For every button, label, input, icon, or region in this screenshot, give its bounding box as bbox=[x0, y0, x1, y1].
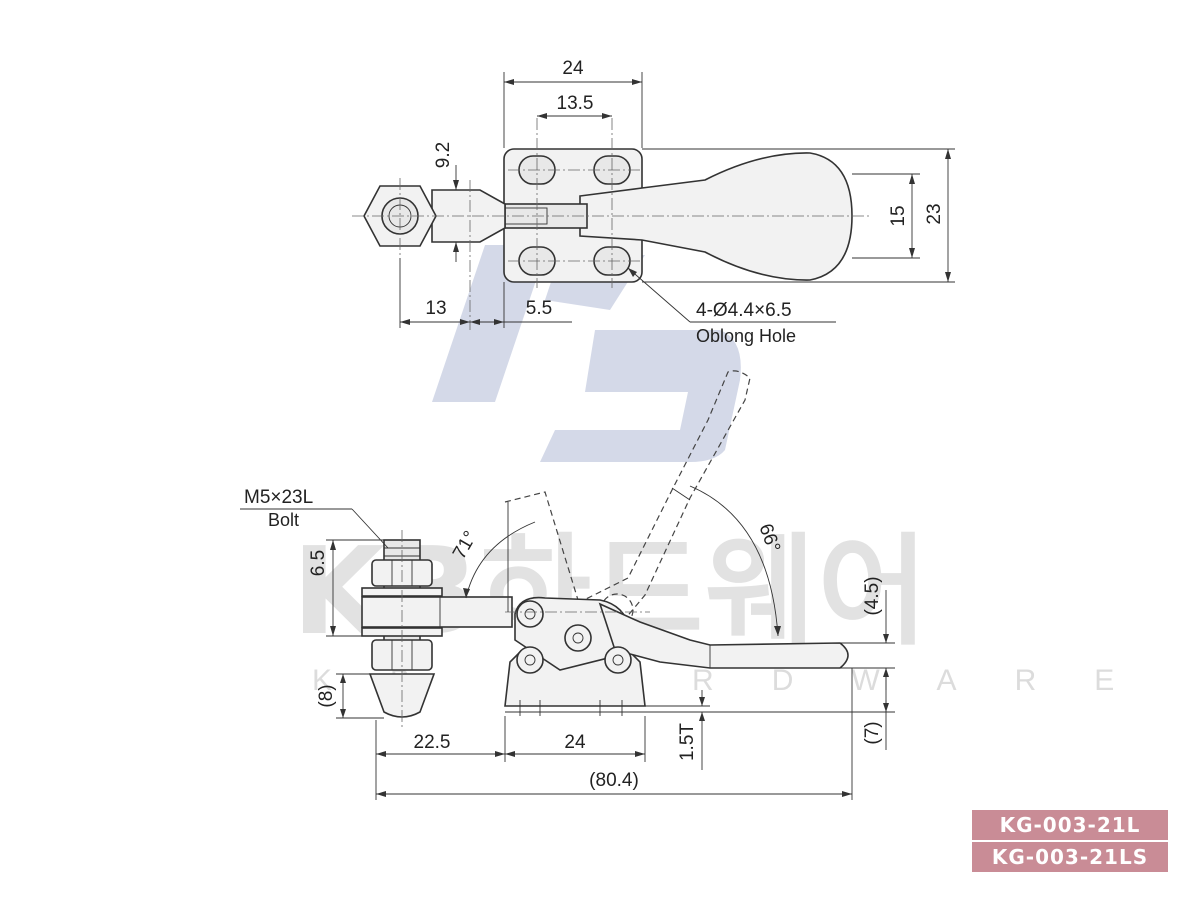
dim-top-13: 13 bbox=[425, 298, 446, 319]
dim-side-24: 24 bbox=[564, 732, 586, 753]
hole-note-sub: Oblong Hole bbox=[696, 326, 796, 346]
bolt-label: Bolt bbox=[268, 510, 299, 530]
dim-top-24: 24 bbox=[562, 58, 584, 79]
side-view: M5×23L Bolt 6.5 (8) 22.5 24 (80. bbox=[240, 370, 895, 800]
dim-side-1-5t: 1.5T bbox=[677, 723, 698, 761]
dim-side-22-5: 22.5 bbox=[414, 732, 451, 753]
top-view: 24 13.5 9.2 15 23 13 bbox=[352, 58, 955, 346]
pivot bbox=[604, 646, 632, 674]
clamp-arm bbox=[361, 596, 513, 628]
dim-top-15: 15 bbox=[888, 205, 909, 226]
dim-top-5-5: 5.5 bbox=[526, 298, 552, 319]
dim-top-23: 23 bbox=[924, 203, 945, 224]
hole-note: 4-Ø4.4×6.5 bbox=[696, 300, 792, 321]
pivot bbox=[516, 646, 544, 674]
handle-open-outline bbox=[559, 370, 751, 626]
dim-side-8: (8) bbox=[316, 684, 337, 707]
pivot bbox=[516, 600, 544, 628]
dim-top-13-5: 13.5 bbox=[557, 93, 594, 114]
dim-top-9-2: 9.2 bbox=[433, 142, 454, 168]
dim-side-6-5: 6.5 bbox=[308, 550, 329, 576]
watermark-subtitle: KB HARDWARE bbox=[312, 664, 1172, 697]
dim-side-80-4: (80.4) bbox=[589, 770, 639, 791]
dim-side-4-5: (4.5) bbox=[862, 576, 883, 615]
model-number-1: KG-003-21L bbox=[972, 810, 1168, 840]
bolt-spec: M5×23L bbox=[244, 487, 313, 508]
pivot bbox=[564, 624, 592, 652]
dim-side-7: (7) bbox=[862, 721, 883, 744]
model-number-2: KG-003-21LS bbox=[972, 842, 1168, 872]
